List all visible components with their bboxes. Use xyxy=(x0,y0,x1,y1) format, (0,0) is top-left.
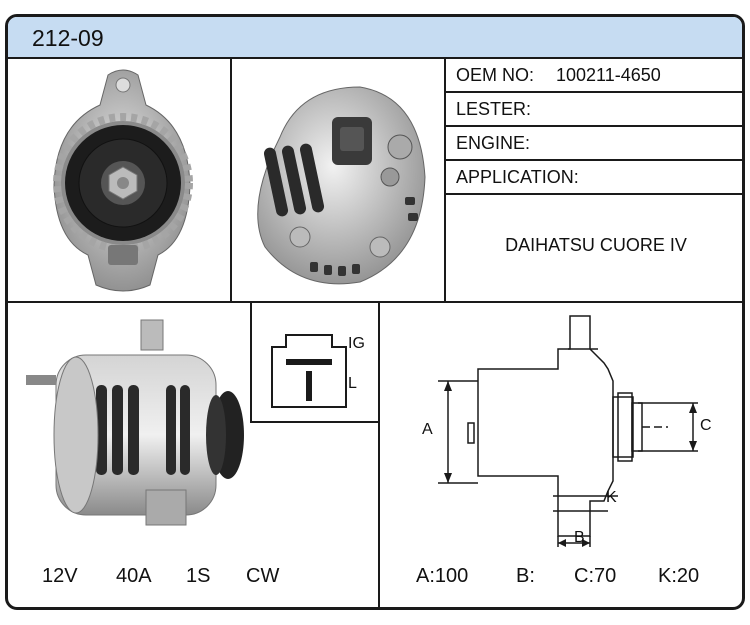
l-terminal xyxy=(306,371,312,401)
alternator-front-image xyxy=(53,69,193,292)
spec-row-lester: LESTER: xyxy=(446,93,742,127)
divider xyxy=(230,59,232,301)
dimension-drawing xyxy=(438,315,698,547)
divider xyxy=(8,301,742,303)
dim-b-value: B: xyxy=(516,565,535,587)
dim-label-k: K xyxy=(606,489,617,506)
pulley-type: 1S xyxy=(186,565,211,587)
oem-label: OEM NO: xyxy=(456,65,535,85)
lester-label: LESTER: xyxy=(456,99,532,119)
dim-c-value: C:70 xyxy=(574,565,617,587)
ig-terminal xyxy=(286,359,332,365)
alternator-rear-image xyxy=(257,86,426,285)
connector-ig-label: IG xyxy=(348,335,365,352)
alternator-side-image xyxy=(26,319,244,526)
voltage: 12V xyxy=(42,565,78,587)
dim-a-value: A:100 xyxy=(416,565,469,587)
spec-row-engine: ENGINE: xyxy=(446,127,742,161)
divider xyxy=(378,301,380,607)
engine-label: ENGINE: xyxy=(456,133,531,153)
title-bar: 212-09 xyxy=(8,17,742,59)
oem-value: 100211-4650 xyxy=(556,65,661,85)
amperage: 40A xyxy=(116,565,152,587)
dim-label-a: A xyxy=(422,421,433,438)
product-sheet: 212-09 OEM NO: 100211-4650 LESTER: ENGIN… xyxy=(5,14,745,610)
dim-label-c: C xyxy=(700,417,712,434)
connector-l-label: L xyxy=(348,375,357,392)
spec-row-application: APPLICATION: xyxy=(446,161,742,195)
application-label: APPLICATION: xyxy=(456,167,579,187)
divider xyxy=(444,59,446,301)
divider xyxy=(250,301,252,423)
part-number: 212-09 xyxy=(32,25,104,51)
connector-diagram xyxy=(271,334,347,408)
spec-row-oem: OEM NO: 100211-4650 xyxy=(446,59,742,93)
application-value: DAIHATSU CUORE IV xyxy=(505,235,687,255)
rotation: CW xyxy=(246,565,280,587)
dim-k-value: K:20 xyxy=(658,565,700,587)
divider xyxy=(250,421,380,423)
dim-label-b: B xyxy=(574,529,585,546)
